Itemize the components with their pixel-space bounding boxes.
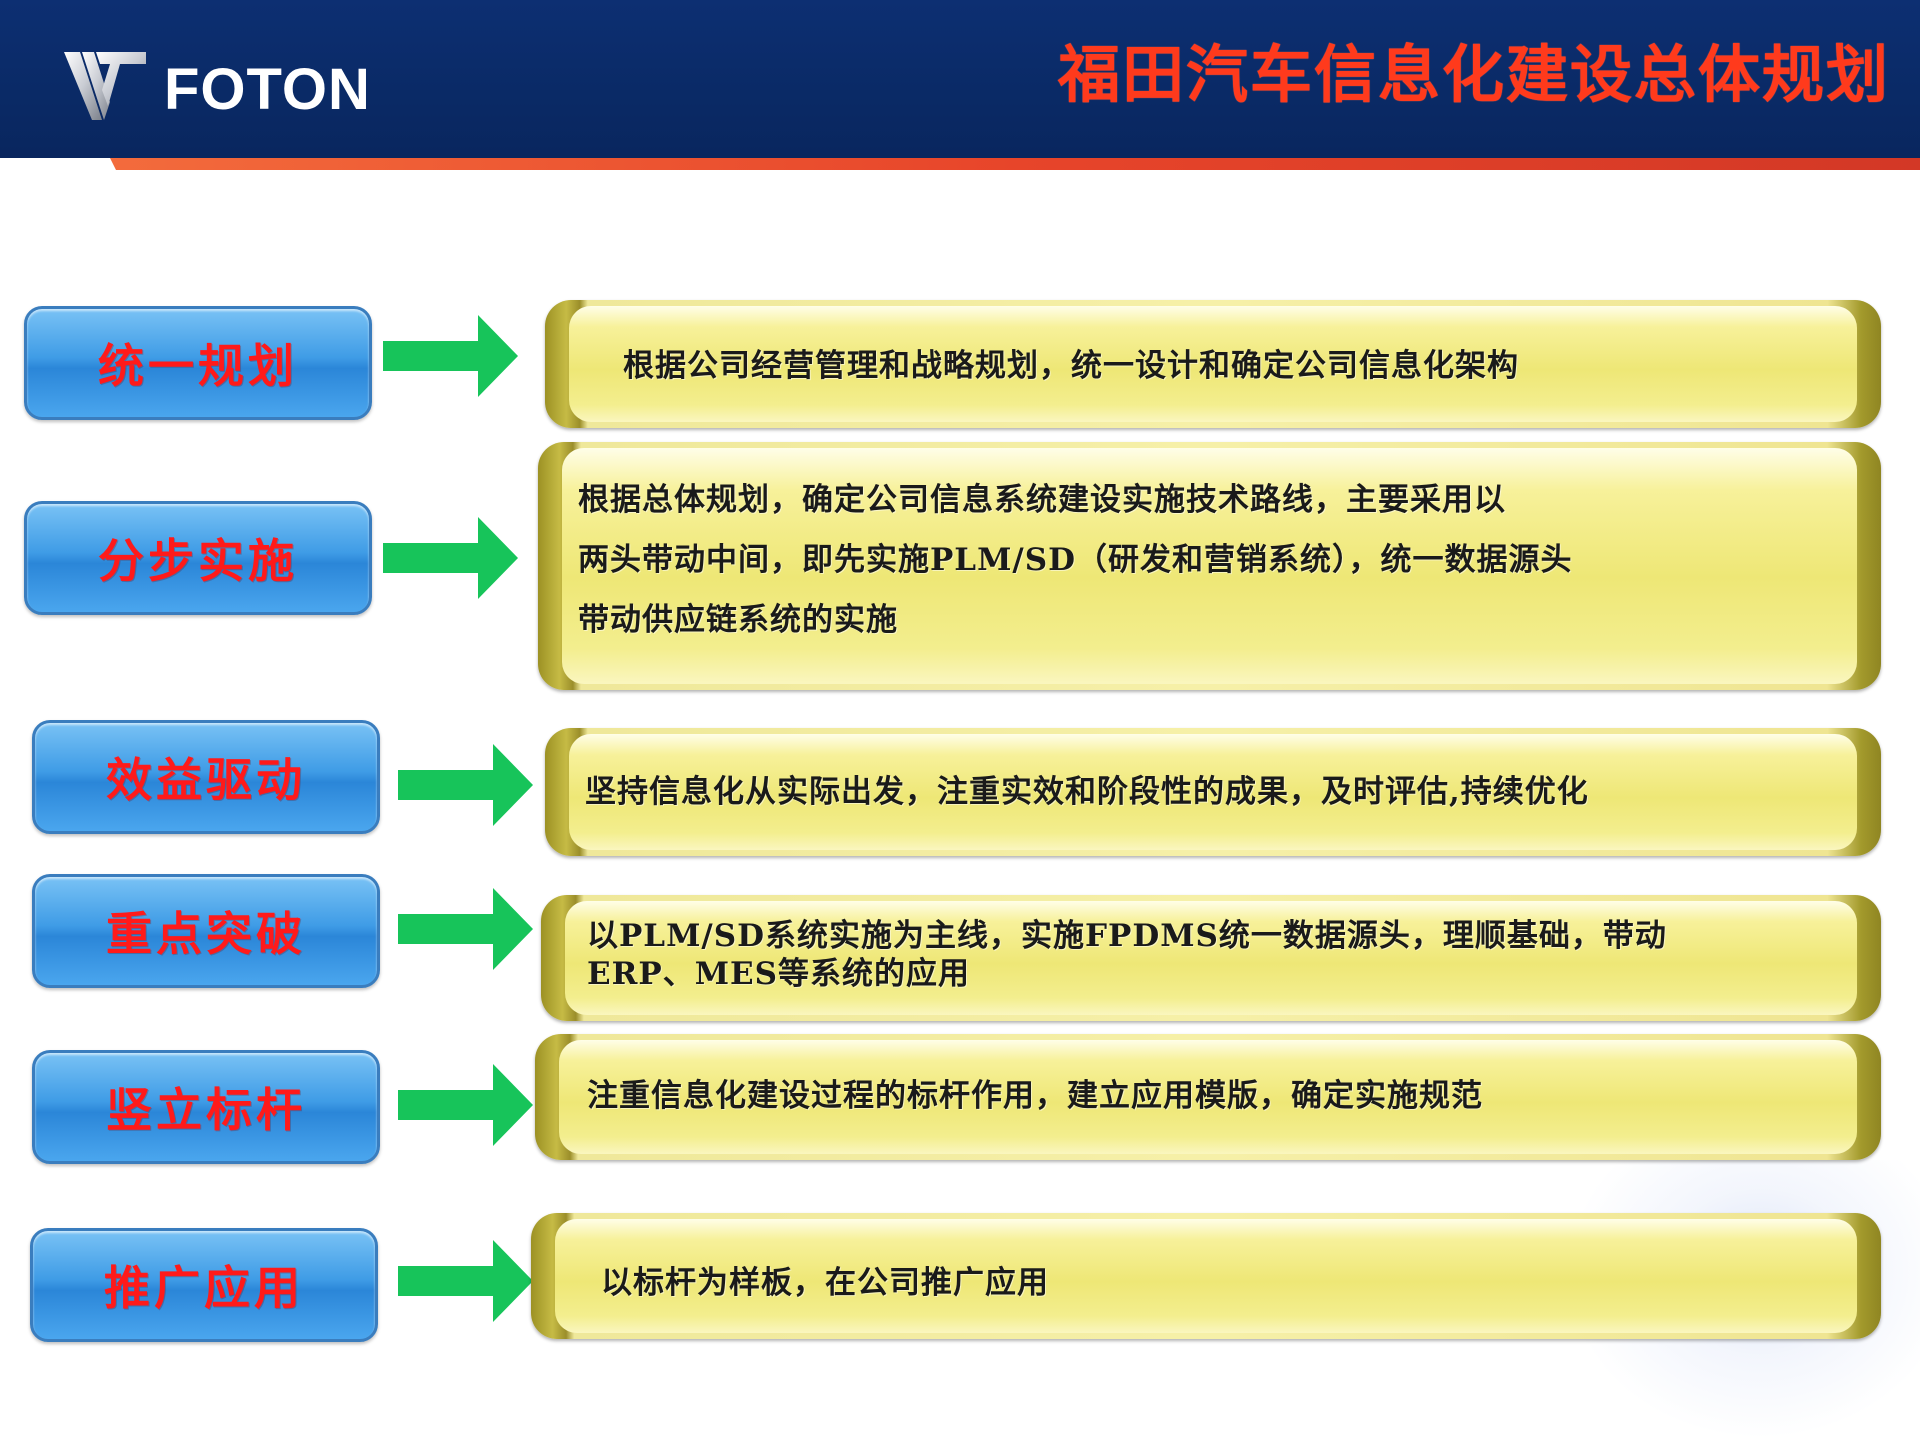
label-text: 推广应用 [104, 1261, 304, 1315]
foton-logo-icon [64, 52, 146, 120]
label-text: 统一规划 [98, 339, 298, 393]
label-text: 重点突破 [106, 907, 306, 961]
label-promote-application: 推广应用 [30, 1228, 378, 1342]
description-box: 注重信息化建设过程的标杆作用，建立应用模版，确定实施规范 [535, 1034, 1881, 1160]
label-key-breakthrough: 重点突破 [32, 874, 380, 988]
description-text: 根据总体规划，确定公司信息系统建设实施技术路线，主要采用以 两头带动中间，即先实… [578, 482, 1573, 638]
description-box: 根据总体规划，确定公司信息系统建设实施技术路线，主要采用以 两头带动中间，即先实… [538, 442, 1881, 690]
description-text: 以标杆为样板，在公司推广应用 [601, 1265, 1049, 1301]
arrow-right-icon [398, 744, 533, 826]
arrow-right-icon [383, 517, 518, 599]
description-box: 根据公司经营管理和战略规划，统一设计和确定公司信息化架构 [545, 300, 1881, 428]
logo-text: FOTON [164, 57, 371, 122]
arrow-right-icon [398, 888, 533, 970]
label-text: 分步实施 [98, 534, 298, 588]
foton-logo: FOTON [64, 50, 444, 130]
label-text: 效益驱动 [106, 753, 306, 807]
description-box: 以标杆为样板，在公司推广应用 [531, 1213, 1881, 1339]
description-text: 坚持信息化从实际出发，注重实效和阶段性的成果，及时评估,持续优化 [585, 774, 1589, 810]
header-bar [0, 0, 1920, 158]
description-text: 注重信息化建设过程的标杆作用，建立应用模版，确定实施规范 [587, 1078, 1483, 1114]
description-text: 根据公司经营管理和战略规划，统一设计和确定公司信息化架构 [623, 348, 1519, 384]
label-unified-planning: 统一规划 [24, 306, 372, 420]
header-accent-stripe [110, 158, 1920, 170]
description-box: 以PLM/SD系统实施为主线，实施FPDMS统一数据源头，理顺基础，带动 ERP… [541, 895, 1881, 1021]
arrow-right-icon [398, 1240, 533, 1322]
arrow-right-icon [398, 1064, 533, 1146]
label-set-benchmark: 竖立标杆 [32, 1050, 380, 1164]
description-text: 以PLM/SD系统实施为主线，实施FPDMS统一数据源头，理顺基础，带动 ERP… [587, 918, 1667, 992]
arrow-right-icon [383, 315, 518, 397]
label-text: 竖立标杆 [106, 1083, 306, 1137]
label-phased-implementation: 分步实施 [24, 501, 372, 615]
page-title: 福田汽车信息化建设总体规划 [1057, 38, 1890, 111]
description-box: 坚持信息化从实际出发，注重实效和阶段性的成果，及时评估,持续优化 [545, 728, 1881, 856]
label-benefit-driven: 效益驱动 [32, 720, 380, 834]
